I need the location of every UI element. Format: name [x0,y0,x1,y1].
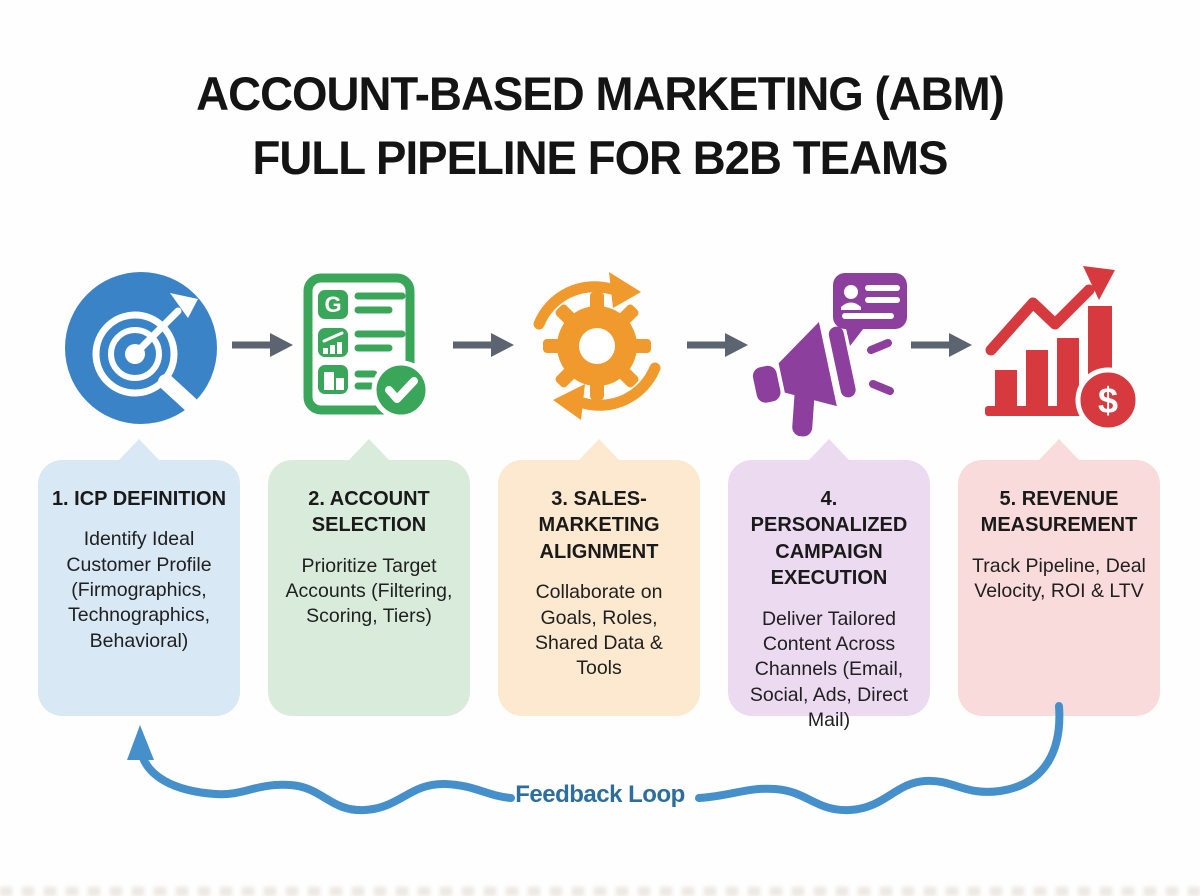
stage-card-icp-definition: 1. ICP DEFINITION Identify Ideal Custome… [38,439,240,716]
stage-description: Collaborate on Goals, Roles, Shared Data… [535,581,663,680]
page-title-line2: FULL PIPELINE FOR B2B TEAMS [252,130,949,184]
feedback-loop-label: Feedback Loop [515,781,685,808]
card-pointer [348,439,390,461]
stage-description: Identify Ideal Customer Profile (Firmogr… [66,528,212,652]
flow-arrow-1-icon [232,333,293,357]
megaphone-campaign-icon [752,273,907,437]
page-title: ACCOUNT-BASED MARKETING (ABM) FULL PIPEL… [18,62,1182,190]
stage-description: Prioritize Target Accounts (Filtering, S… [285,554,453,628]
card-pointer [118,439,160,461]
target-magnifier-icon [65,272,217,424]
stage-card-account-selection: 2. ACCOUNT SELECTION Prioritize Target A… [268,439,470,716]
stage-title: 3. SALES-MARKETING ALIGNMENT [538,488,660,563]
cropped-caption-remnant [0,887,1200,896]
stage-description: Track Pipeline, Deal Velocity, ROI & LTV [972,554,1146,603]
stage-title: 1. ICP DEFINITION [51,488,227,510]
flow-arrow-4-icon [911,333,972,357]
stage-title: 4. PERSONALIZED CAMPAIGN EXECUTION [750,488,908,590]
flow-arrow-2-icon [453,333,514,357]
feedback-loop-arrow-icon [127,702,1064,815]
stage-description: Deliver Tailored Content Across Channels… [749,607,909,731]
checklist-letter-glyph: G [324,292,341,317]
dollar-sign-glyph: $ [1098,380,1118,421]
account-checklist-icon: G [303,273,431,420]
card-pointer [578,439,620,461]
page-title-line1: ACCOUNT-BASED MARKETING (ABM) [196,67,1005,120]
card-pointer [808,439,850,461]
stage-card-personalized-campaign: 4. PERSONALIZED CAMPAIGN EXECUTION Deliv… [728,439,930,731]
revenue-chart-icon: $ [985,266,1141,433]
flow-arrow-3-icon [687,333,748,357]
stage-title: 2. ACCOUNT SELECTION [308,488,430,537]
gear-sync-icon [533,272,661,420]
stage-card-revenue-measurement: 5. REVENUE MEASUREMENT Track Pipeline, D… [958,439,1160,716]
card-pointer [1038,439,1080,461]
stage-title: 5. REVENUE MEASUREMENT [980,488,1138,537]
stage-card-sales-marketing-alignment: 3. SALES-MARKETING ALIGNMENT Collaborate… [498,439,700,716]
